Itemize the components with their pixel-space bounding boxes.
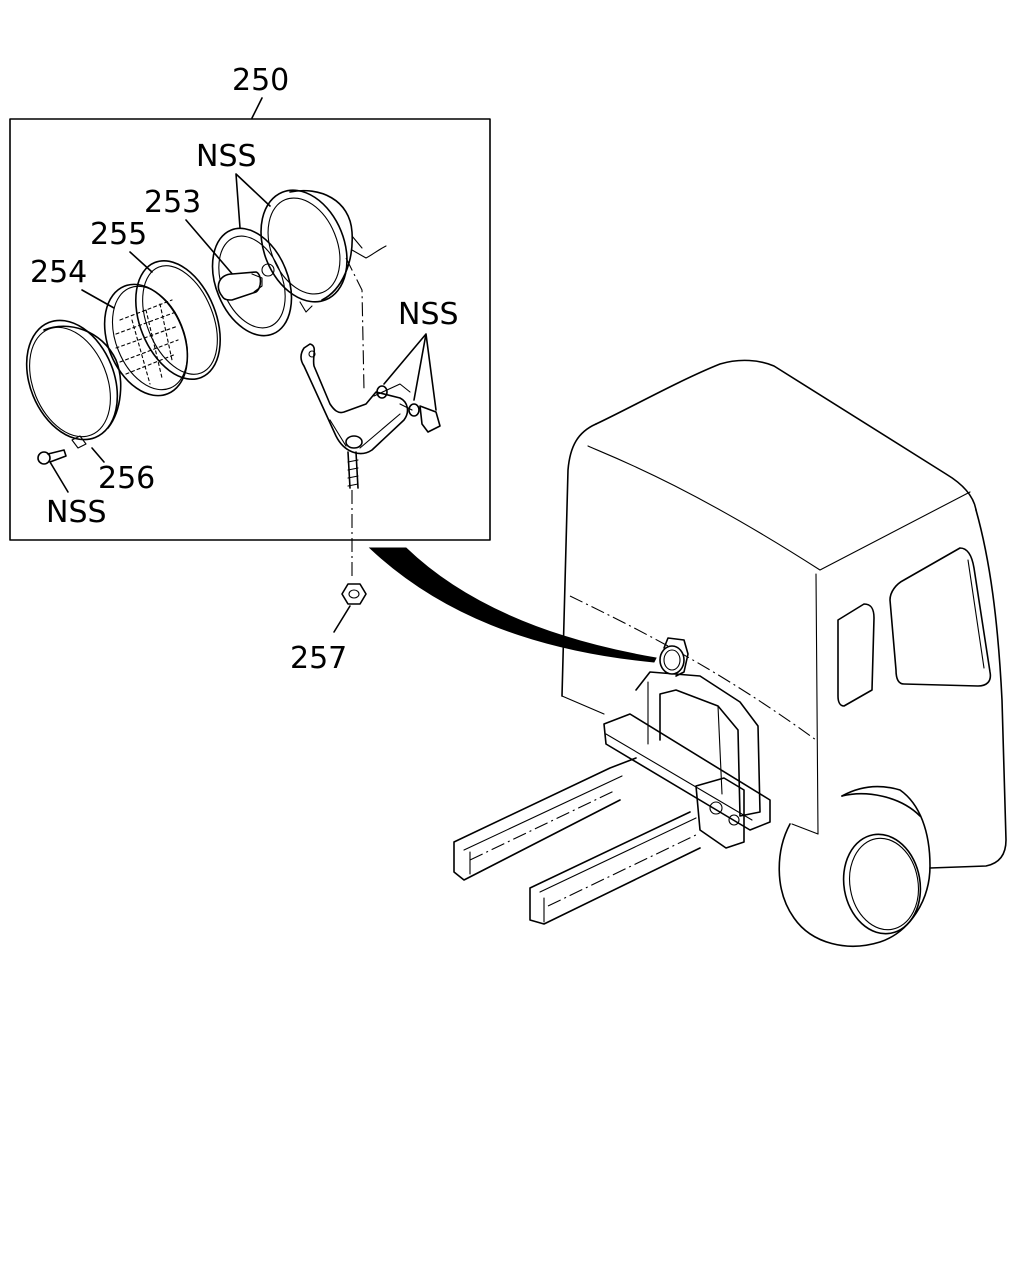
location-arrow: [368, 547, 657, 663]
bulb-253: [217, 271, 263, 301]
lamp-bracket: [300, 257, 411, 455]
leader-256: [91, 447, 105, 463]
truck-wheel: [778, 785, 931, 947]
truck-frame: [453, 757, 701, 925]
truck-lamp: [659, 637, 689, 677]
leader-nss-screw: [49, 461, 69, 493]
lamp-mount-frame: [603, 671, 771, 849]
nut-257: [341, 583, 367, 605]
leader-254: [81, 289, 115, 309]
lamp-housing: [260, 189, 387, 313]
bracket-stud: [347, 451, 359, 489]
detail-box: [9, 118, 491, 541]
screw-nss: [37, 449, 67, 465]
leader-257: [333, 605, 351, 633]
rim-256: [25, 319, 122, 449]
leader-nss-housing: [235, 173, 271, 229]
label-257: 257: [290, 641, 347, 676]
label-nss-bracket: NSS: [398, 297, 459, 332]
leader-253: [185, 219, 235, 277]
leader-255: [129, 251, 153, 273]
label-253: 253: [144, 185, 201, 220]
bracket-bolt: [376, 385, 441, 433]
label-nss-screw: NSS: [46, 495, 107, 530]
lens-254: [103, 283, 189, 397]
truck-cab: [561, 359, 1007, 869]
gasket-255: [135, 259, 221, 381]
label-255: 255: [90, 217, 147, 252]
leader-nss-bracket: [383, 333, 437, 411]
label-254: 254: [30, 255, 87, 290]
label-256: 256: [98, 461, 155, 496]
leader-250: [251, 97, 263, 119]
label-nss-housing: NSS: [196, 139, 257, 174]
label-250: 250: [232, 63, 289, 98]
